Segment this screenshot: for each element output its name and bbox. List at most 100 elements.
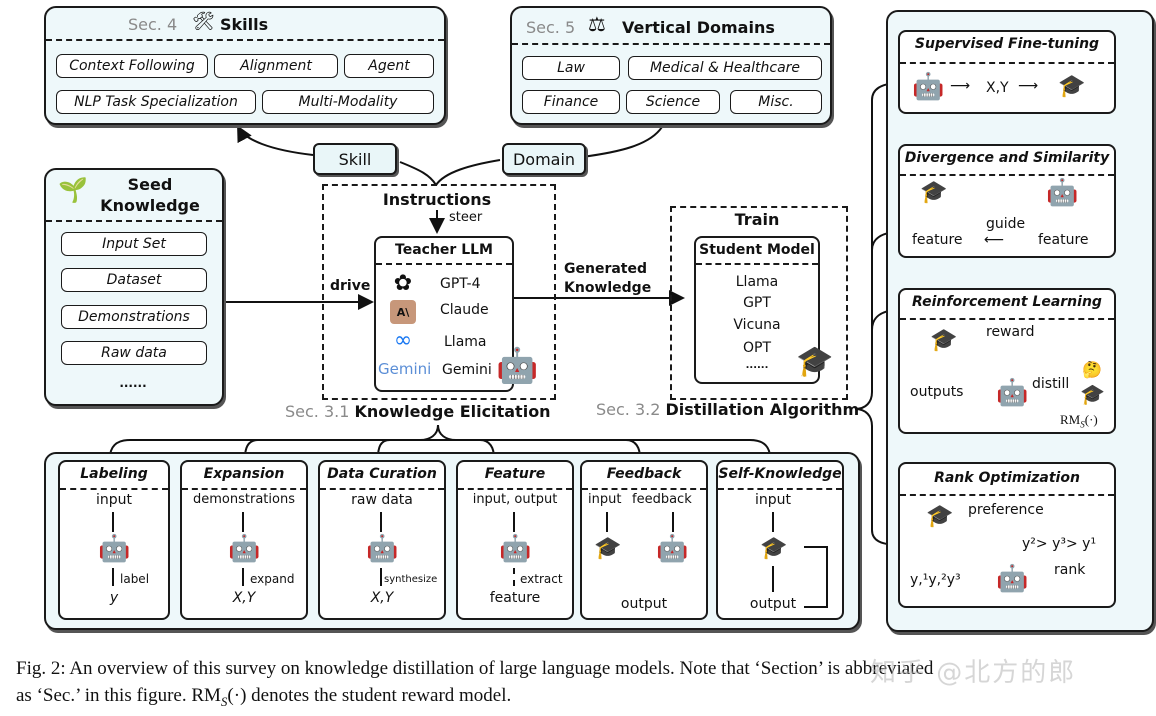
skill-multi-modality: Multi-Modality [262,90,434,114]
distill-label: distill [1032,376,1070,392]
student-icon: 🎓 [920,180,948,205]
student-icon: 🎓 [760,536,788,561]
arrow-right-icon: ⟶ [950,78,971,94]
rm-sub: S [1080,419,1085,430]
thinking-face-icon: 🤔 [1082,360,1102,379]
instructions-label: Instructions [382,190,492,209]
teacher-robot-icon: 🤖 [228,534,261,564]
gemini-icon: Gemini [378,360,432,378]
arrow-down-icon [772,512,774,532]
caption-line2-a: as ‘Sec.’ in this figure. RM [16,685,221,706]
method-input: demonstrations [193,492,295,507]
distillation-caption: Sec. 3.2 Distillation Algorithm [596,400,859,419]
method-output: feature [489,590,541,606]
steer-label: steer [449,210,483,225]
divider [320,488,444,490]
figure-caption: Fig. 2: An overview of this survey on kn… [16,655,933,715]
student-graduate-icon: 🎓 [796,344,834,379]
teacher-llm-box: Teacher LLM ✿ GPT-4 A\ Claude ∞ Llama Ge… [374,236,514,392]
student-icon: 🎓 [594,536,622,561]
seed-title-line2: Knowledge [100,196,200,215]
student-more: ...... [745,360,769,371]
dashed-arrow-icon [513,568,515,586]
teacher-claude: Claude [440,302,489,318]
domains-title: Vertical Domains [622,18,775,37]
algo-divergence-similarity: Divergence and Similarity 🎓 🤖 feature gu… [898,144,1116,258]
rm-arg: (·) [1084,412,1098,427]
method-self-knowledge: Self-Knowledge input 🎓 output [716,460,844,620]
arrow-down-icon [606,512,608,532]
seed-knowledge-panel: 🌱 Seed Knowledge Input Set Dataset Demon… [44,168,224,406]
arrow-up-icon [672,512,674,532]
generated-line1: Generated [564,261,648,277]
domain-misc: Misc. [730,90,822,114]
method-input: input [754,492,791,508]
method-output: y [109,590,119,606]
edge-label: expand [250,572,295,586]
divider [900,62,1114,64]
instructions-to-skill [399,161,437,186]
algo-reinforcement-learning: Reinforcement Learning 🎓 reward outputs … [898,288,1116,434]
domain-medical-healthcare: Medical & Healthcare [628,56,822,80]
divider [718,488,842,490]
generated-line2: Knowledge [564,280,652,296]
edge-label: label [120,572,150,586]
algo-title: Divergence and Similarity [904,150,1110,166]
method-title: Self-Knowledge [718,466,842,482]
rm-label: RMS(·) [1060,412,1098,430]
watermark: 知乎 @北方的郎 [870,658,1077,688]
elicitation-section: Sec. 3.1 [285,402,350,421]
edge-label: synthesize [384,574,438,585]
arrow-down-icon [242,568,244,586]
instructions-to-domain [435,159,501,186]
distillation-brace [854,82,901,546]
train-region [670,206,848,400]
algo-title: Supervised Fine-tuning [914,36,1100,52]
teacher-robot-icon: 🤖 [98,534,131,564]
feature-right: feature [1038,232,1089,248]
domain-to-domains-arrow [581,126,663,158]
caption-line2: as ‘Sec.’ in this figure. RMS(·) denotes… [16,682,933,715]
skill-nlp-task-specialization: NLP Task Specialization [56,90,256,114]
arrow-down-icon [380,512,382,532]
skill-alignment: Alignment [214,54,338,78]
loop-arrow-icon [804,546,828,608]
teacher-gemini: Gemini [442,362,492,378]
divider [582,488,706,490]
seed-demonstrations: Demonstrations [61,305,207,329]
student-icon: 🎓 [926,504,954,529]
rm-text: RM [1060,412,1081,427]
rank-label: rank [1054,562,1086,578]
method-input: input [588,492,622,507]
method-title: Feedback [606,466,682,482]
algo-rank-optimization: Rank Optimization 🎓 preference y²> y³> y… [898,462,1116,608]
arrow-down-icon [112,568,114,586]
domain-science: Science [626,90,720,114]
divider [696,263,818,265]
method-feedback-label: feedback [632,492,692,507]
teacher-title: Teacher LLM [395,242,493,258]
divider [46,220,222,222]
method-output: output [749,596,797,612]
drive-label: drive [330,278,371,294]
student-vicuna: Vicuna [733,317,781,333]
student-icon: 🎓 [1080,382,1105,406]
divider [900,318,1114,320]
seed-title-line1: Seed [127,175,173,194]
guide-label: guide [986,216,1026,232]
rank-samples: y,¹y,²y³ [910,572,961,588]
elicitation-region [322,184,556,400]
arrow-down-icon [112,512,114,532]
tools-icon: 🛠 [192,11,215,32]
student-llama: Llama [735,274,779,290]
method-feedback: Feedback input feedback 🎓 🤖 output [580,460,708,620]
elicitation-caption: Sec. 3.1 Knowledge Elicitation [285,402,551,421]
teacher-robot-icon: 🤖 [1046,178,1079,208]
seed-title: Seed Knowledge [90,174,210,216]
skills-title: Skills [220,15,269,34]
teacher-robot-icon: 🤖 [996,378,1029,408]
distillation-section: Sec. 3.2 [596,400,661,419]
reward-label: reward [986,324,1035,340]
student-icon: 🎓 [930,328,958,353]
